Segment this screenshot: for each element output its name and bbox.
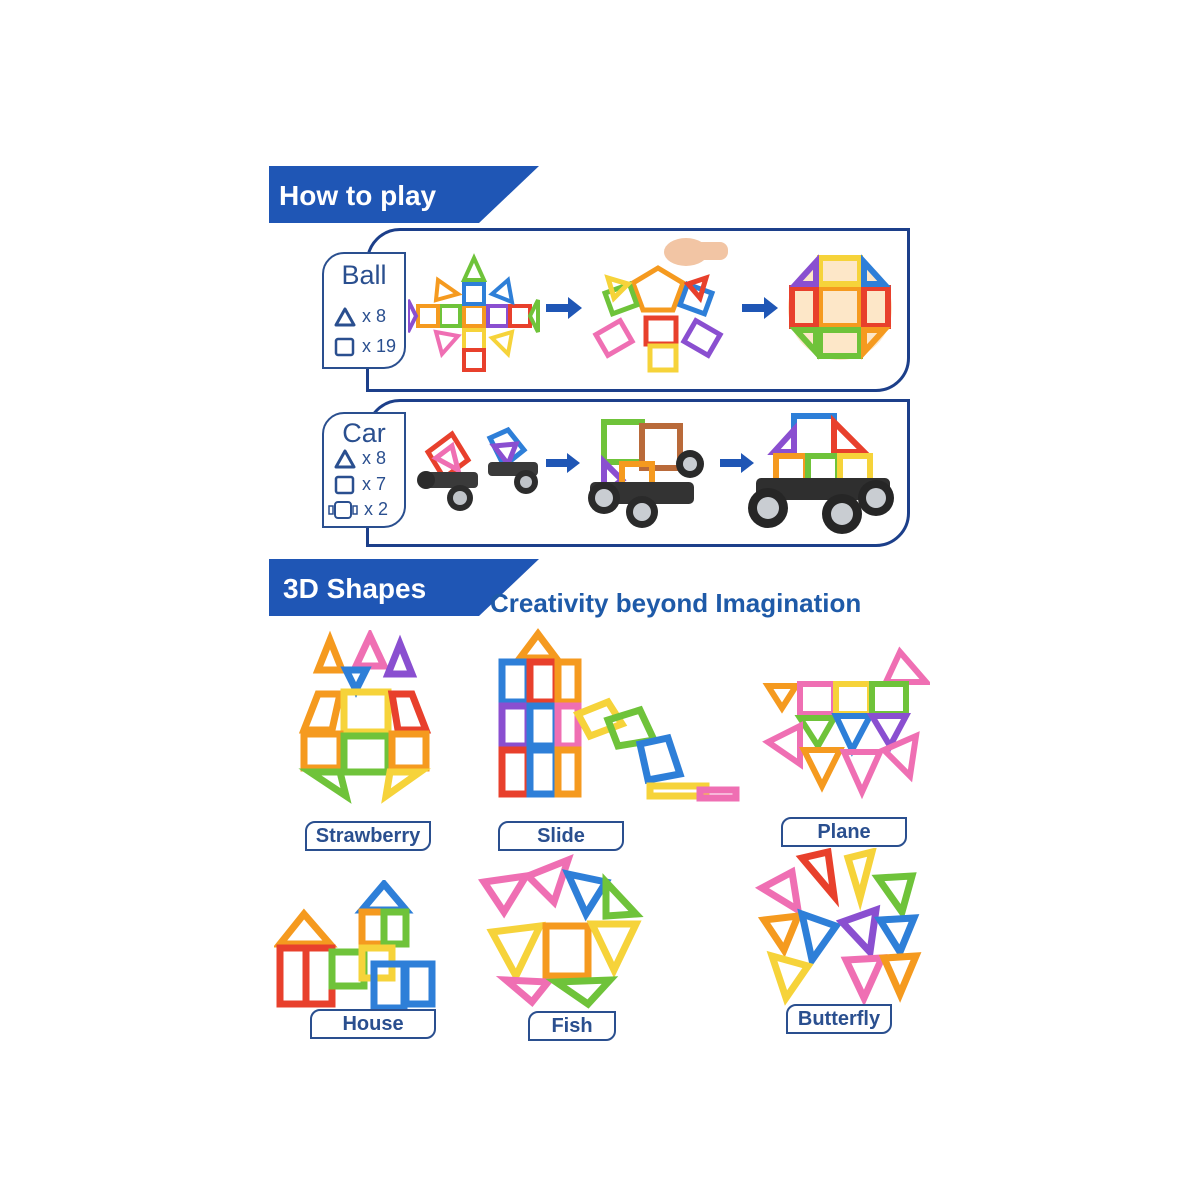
square-icon [334,337,355,356]
banner-shape [269,166,539,223]
slide-model [498,628,740,802]
car-step-combined-base [588,419,704,528]
house-model [274,880,436,1012]
ball-title: Ball [341,260,387,290]
arrow-right-icon [546,453,580,473]
ball-step-flat-layout [408,253,540,372]
shapes-title: 3D Shapes [283,573,427,604]
car-legend: Car x 8 x 7 x 2 [322,412,406,528]
car-step-finished [748,413,894,534]
ball-step-finished [788,254,892,360]
shape-label-fish: Fish [528,1011,616,1041]
shape-label-strawberry: Strawberry [305,821,431,851]
ball-square-count: x 19 [362,336,397,356]
shapes-banner: 3D Shapes [269,559,539,616]
butterfly-model [754,848,922,1007]
triangle-icon [334,307,356,326]
car-title: Car [342,418,386,448]
tagline: Creativity beyond Imagination [490,588,862,618]
car-square-count: x 7 [362,474,387,494]
car-wheel-count: x 2 [364,499,389,519]
ball-legend: Ball x 8 x 19 [322,252,406,369]
strawberry-model [298,630,432,804]
car-step-wheel-bases [417,426,538,511]
arrow-right-icon [720,453,754,473]
arrow-right-icon [546,297,582,319]
arrow-right-icon [742,297,778,319]
how-to-play-banner: How to play [269,166,539,223]
banner-shape [269,559,539,616]
ball-step-assembling [592,238,728,373]
shape-label-butterfly: Butterfly [786,1004,892,1034]
car-triangle-count: x 8 [362,448,387,468]
ball-triangle-count: x 8 [362,306,387,326]
square-icon [334,475,355,494]
wheel-icon [328,500,358,519]
how-to-play-title: How to play [279,180,437,211]
shape-label-slide: Slide [498,821,624,851]
plane-model [762,646,930,800]
shape-label-plane: Plane [781,817,907,847]
shape-label-house: House [310,1009,436,1039]
fish-model [478,853,644,1009]
triangle-icon [334,449,356,468]
